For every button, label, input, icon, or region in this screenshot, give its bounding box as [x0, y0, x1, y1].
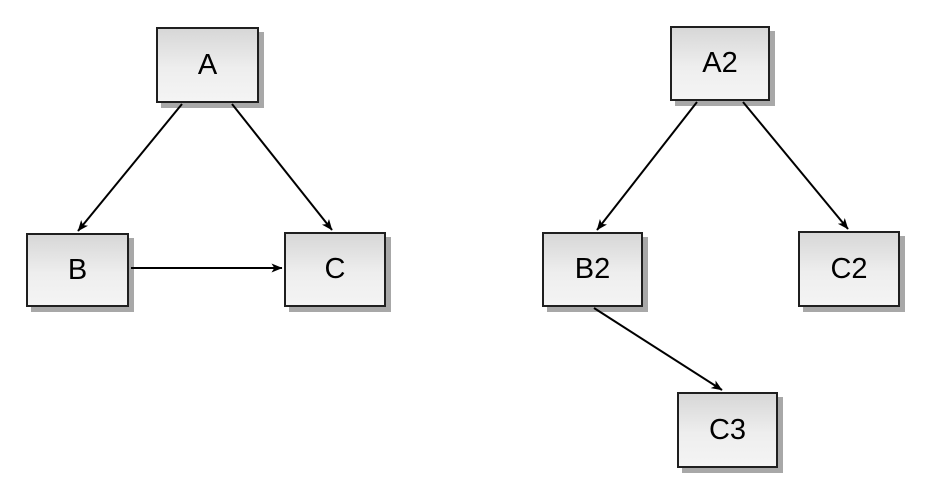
edge-A-C [231, 103, 333, 231]
node-A: A [156, 27, 259, 103]
edge-B2-C3 [593, 307, 723, 391]
node-C3: C3 [677, 392, 778, 468]
node-A2: A2 [670, 26, 770, 101]
node-C2: C2 [798, 231, 900, 307]
edge-A-B [77, 103, 183, 232]
edge-A2-C2 [742, 101, 849, 230]
edge-A2-B2 [596, 101, 698, 231]
node-C: C [284, 232, 386, 307]
node-B: B [26, 233, 129, 307]
node-B2: B2 [542, 232, 643, 307]
